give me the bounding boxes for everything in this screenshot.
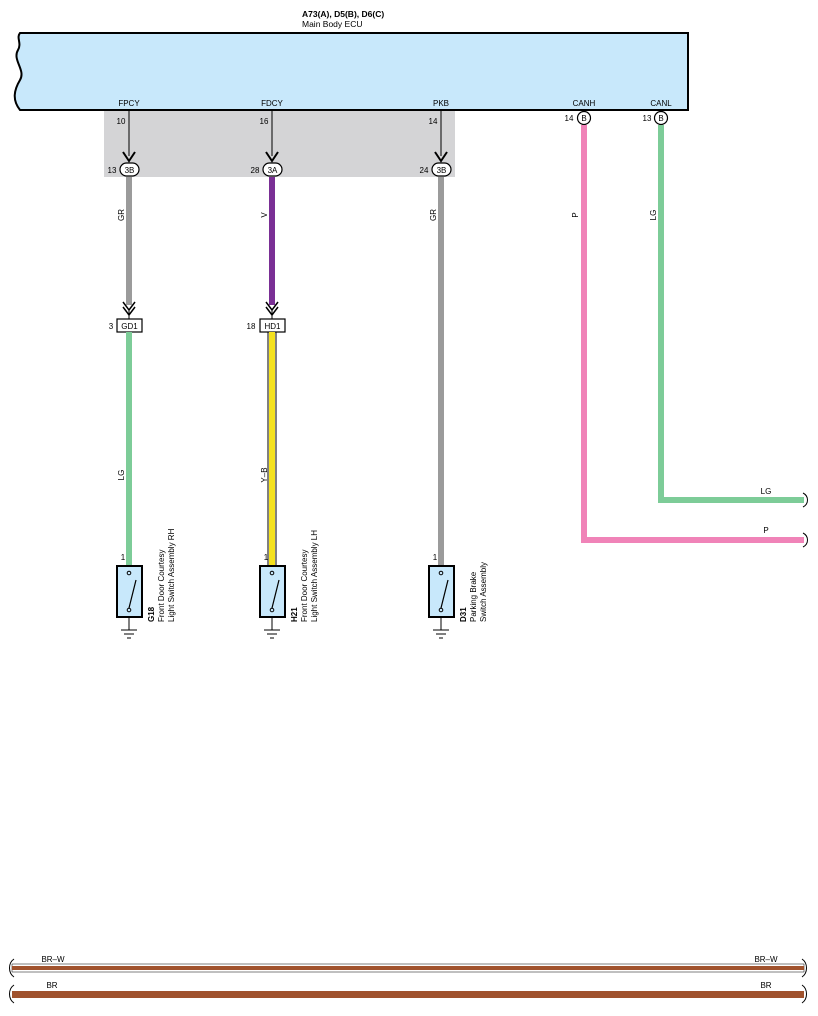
pin-name-fpcy: FPCY [118,99,140,108]
switch-icon [128,579,137,609]
switch-pin: 1 [264,553,269,562]
switch-g18: 1 G18 Front Door Courtesy Light Switch A… [116,528,176,639]
switch-desc-line1: Front Door Courtesy [300,550,309,622]
inline-pin-num: 3 [109,322,114,331]
arrow-icon [265,151,279,163]
pin-name-canl: CANL [650,99,672,108]
pin-num-canh: 14 [565,114,574,123]
wire-code-label: GR [117,209,126,221]
pin-name-fdcy: FDCY [261,99,283,108]
wire-code-label: LG [117,470,126,481]
switch-d31: 1 D31 Parking Brake Switch Assembly [428,553,488,639]
junction-pin-num: 28 [251,166,260,175]
wire-code-label: Y–B [260,467,269,482]
switch-pin: 1 [121,553,126,562]
switch-icon [440,579,449,609]
wire-canl [658,125,804,503]
wire-code-label: LG [649,210,658,221]
inline-connector-name: GD1 [121,322,138,331]
can-pin-conn: B [581,114,586,123]
bus-label-left: BR–W [41,955,65,964]
ecu-name-label: Main Body ECU [302,19,362,29]
bus-label-right: BR–W [754,955,778,964]
arrow-icon [434,151,448,163]
junction-pin-conn: 3B [125,166,135,175]
ecu-box [13,32,689,111]
pin-num-canl: 13 [643,114,652,123]
junction-pin-num: 13 [108,166,117,175]
inline-pin-num: 18 [247,322,256,331]
wire-end-label: P [763,526,768,535]
ecu-connectors-label: A73(A), D5(B), D6(C) [302,9,384,19]
bus-wire-br: BR BR [9,981,807,1004]
wire-end-label: LG [761,487,772,496]
junction-pin-conn: 3A [268,166,278,175]
arrow-icon [122,151,136,163]
pin-num-fpcy: 10 [117,117,126,126]
junction-pin-conn: 3B [437,166,447,175]
junction-pin-num: 24 [420,166,429,175]
wire-canh [581,125,804,543]
pin-name-canh: CANH [573,99,596,108]
switch-id: H21 [290,607,299,622]
pin-num-pkb: 14 [429,117,438,126]
wire-code-label: P [571,212,580,217]
bus-label-right: BR [760,981,771,990]
inline-connector-name: HD1 [264,322,281,331]
can-pin-conn: B [658,114,663,123]
bus-label-left: BR [46,981,57,990]
wire-code-label: GR [429,209,438,221]
switch-desc-line2: Switch Assembly [479,562,488,622]
switch-desc-line2: Light Switch Assembly RH [167,528,176,622]
switch-desc-line1: Parking Brake [469,571,478,622]
switch-h21: 1 H21 Front Door Courtesy Light Switch A… [259,530,319,639]
pin-name-pkb: PKB [433,99,449,108]
switch-id: D31 [459,607,468,622]
switch-pin: 1 [433,553,438,562]
switch-desc-line2: Light Switch Assembly LH [310,530,319,622]
switch-id: G18 [147,606,156,622]
switch-desc-line1: Front Door Courtesy [157,550,166,622]
pin-num-fdcy: 16 [260,117,269,126]
bus-wire-br-w: BR–W BR–W [9,955,807,978]
wire-code-label: V [260,212,269,218]
switch-icon [271,579,280,609]
